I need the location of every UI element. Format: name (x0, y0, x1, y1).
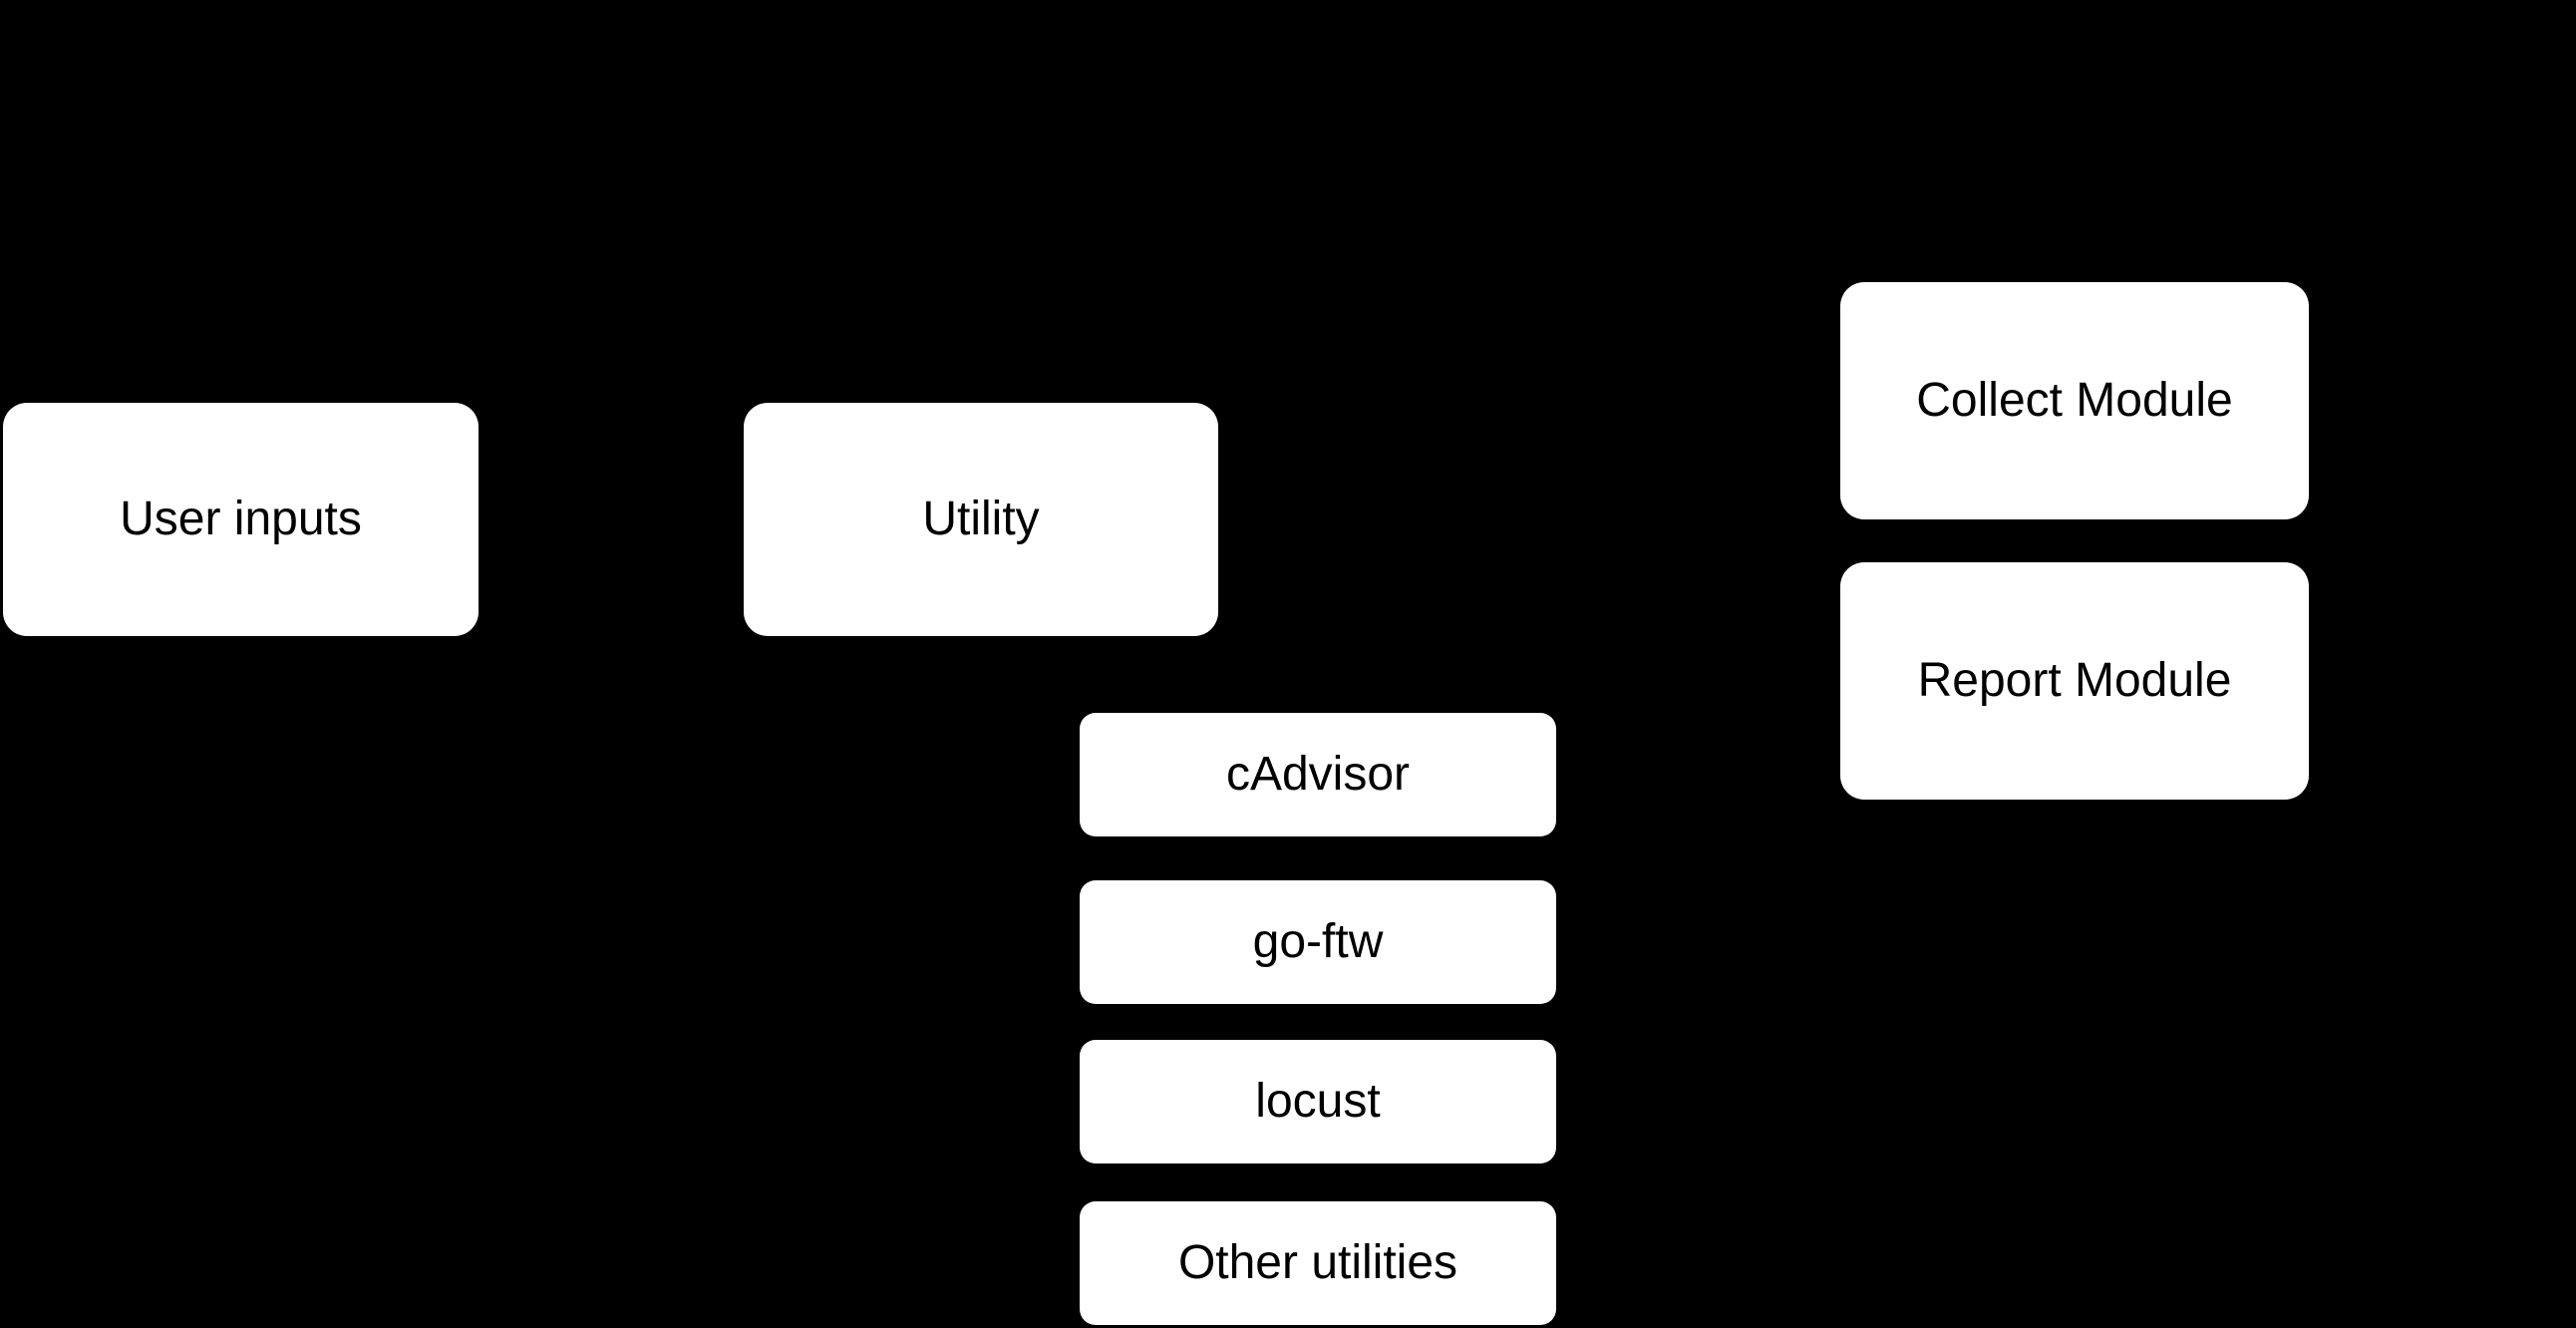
node-go-ftw-label: go-ftw (1252, 915, 1384, 969)
node-cadvisor-label: cAdvisor (1225, 748, 1411, 802)
node-report-module: Report Module (1840, 562, 2309, 800)
node-report-module-label: Report Module (1917, 654, 2232, 708)
node-collect-module-label: Collect Module (1916, 374, 2233, 428)
node-user-inputs: User inputs (3, 403, 479, 636)
node-other-utilities: Other utilities (1080, 1201, 1556, 1325)
node-go-ftw: go-ftw (1080, 880, 1556, 1004)
node-user-inputs-label: User inputs (120, 493, 362, 546)
node-utility-label: Utility (922, 493, 1040, 546)
node-cadvisor: cAdvisor (1080, 713, 1556, 836)
node-locust-label: locust (1255, 1075, 1381, 1129)
node-utility: Utility (744, 403, 1218, 636)
node-other-utilities-label: Other utilities (1177, 1236, 1458, 1290)
node-collect-module: Collect Module (1840, 282, 2309, 519)
node-locust: locust (1080, 1040, 1556, 1163)
